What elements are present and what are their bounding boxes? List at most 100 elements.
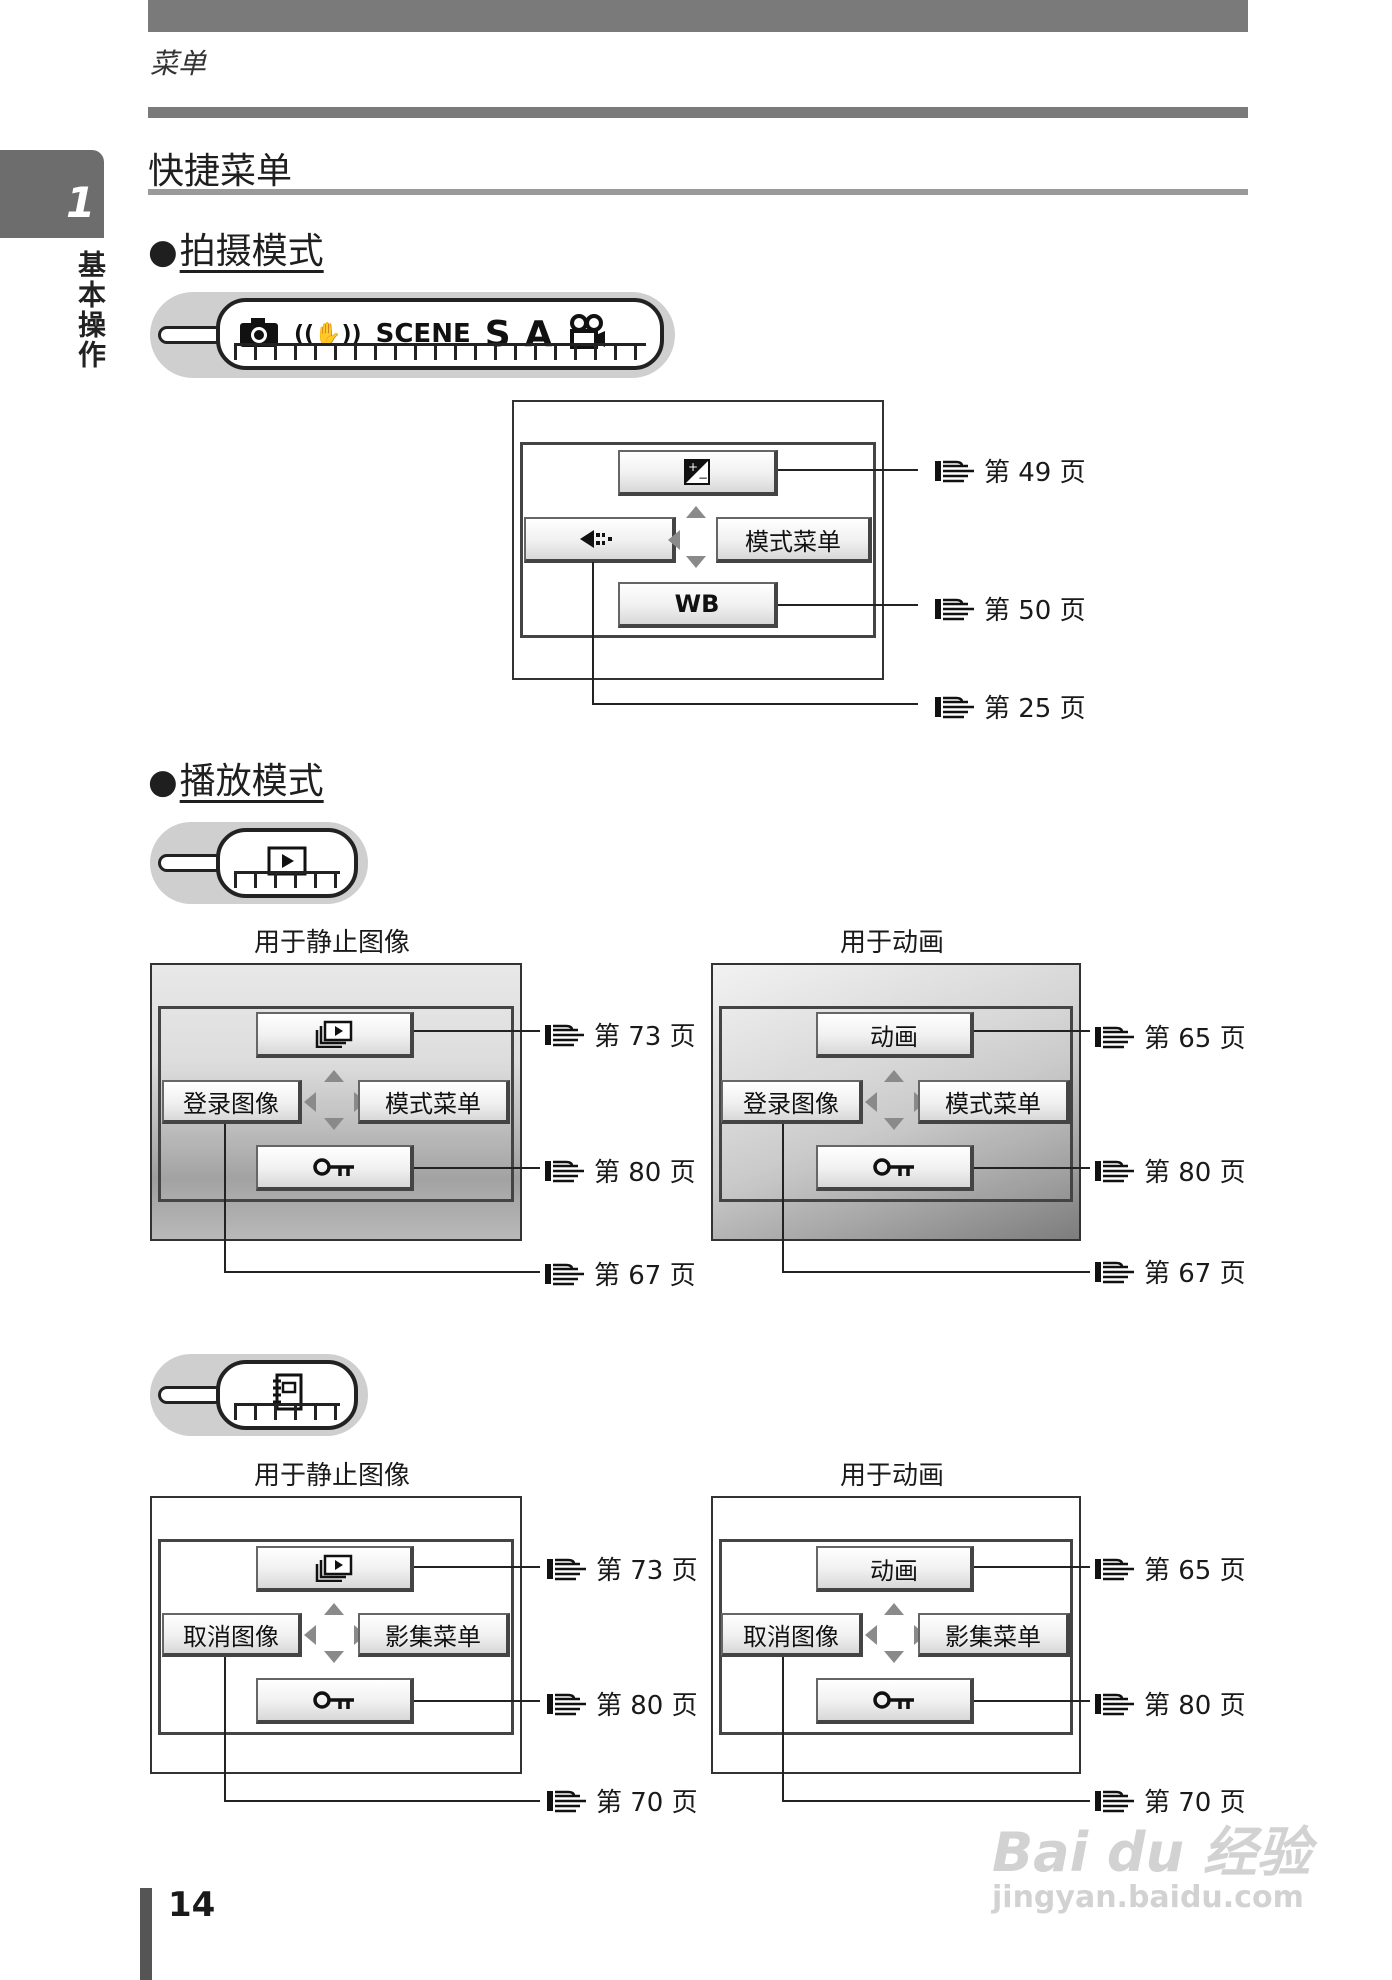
leader-line bbox=[414, 1167, 540, 1169]
protect-button[interactable] bbox=[816, 1145, 974, 1191]
page-ref[interactable]: 第 49 页 bbox=[934, 452, 1086, 489]
svg-text:+: + bbox=[688, 460, 698, 474]
dial-pointer bbox=[158, 854, 224, 872]
page-ref-text: 第 49 页 bbox=[984, 458, 1086, 488]
mode-menu-button[interactable]: 模式菜单 bbox=[358, 1080, 510, 1124]
bullet-icon: ● bbox=[148, 762, 178, 802]
pointing-hand-icon bbox=[1095, 1558, 1134, 1580]
page-ref-text: 第 65 页 bbox=[1144, 1556, 1246, 1586]
arrow-down-icon bbox=[324, 1651, 344, 1663]
header-divider bbox=[148, 107, 1248, 118]
exposure-comp-button[interactable]: +− bbox=[618, 450, 778, 496]
pointing-hand-icon bbox=[1095, 1693, 1134, 1715]
pointing-hand-icon bbox=[1095, 1160, 1134, 1182]
leader-line bbox=[782, 1657, 784, 1801]
movie-button[interactable]: 动画 bbox=[816, 1546, 974, 1592]
still-caption: 用于静止图像 bbox=[254, 1461, 411, 1491]
page-ref[interactable]: 第 70 页 bbox=[1094, 1782, 1246, 1819]
page-ref[interactable]: 第 50 页 bbox=[934, 590, 1086, 627]
playback-heading: ●播放模式 bbox=[148, 752, 324, 804]
album-menu-button[interactable]: 影集菜单 bbox=[918, 1613, 1070, 1657]
stabilizer-icon: ((✋)) bbox=[294, 321, 362, 347]
white-balance-button[interactable]: WB bbox=[618, 582, 778, 628]
watermark-brand: Bai du 经验 bbox=[992, 1821, 1311, 1884]
page-ref-text: 第 70 页 bbox=[1144, 1788, 1246, 1818]
page-ref-text: 第 73 页 bbox=[594, 1022, 696, 1052]
page-ref[interactable]: 第 80 页 bbox=[546, 1685, 698, 1722]
playback-heading-text: 播放模式 bbox=[179, 761, 324, 802]
pointing-hand-icon bbox=[1095, 1261, 1134, 1283]
mode-dial-shooting: ((✋)) SCENE S A bbox=[150, 292, 675, 378]
dial-ticks bbox=[234, 343, 646, 360]
pointing-hand-icon bbox=[547, 1558, 586, 1580]
leader-line bbox=[224, 1657, 226, 1801]
register-image-button[interactable]: 登录图像 bbox=[162, 1080, 302, 1124]
dial-ticks bbox=[234, 871, 340, 888]
leader-line bbox=[782, 1800, 1090, 1802]
section-rule bbox=[148, 189, 1248, 195]
page-ref[interactable]: 第 65 页 bbox=[1094, 1550, 1246, 1587]
dial-pointer bbox=[158, 1386, 224, 1404]
key-icon bbox=[313, 1691, 354, 1709]
pointing-hand-icon bbox=[547, 1790, 586, 1812]
movie-button[interactable]: 动画 bbox=[816, 1012, 974, 1058]
page-ref[interactable]: 第 67 页 bbox=[544, 1255, 696, 1292]
drive-mode-button[interactable] bbox=[524, 517, 676, 563]
mode-menu-button[interactable]: 模式菜单 bbox=[918, 1080, 1070, 1124]
leader-line bbox=[224, 1271, 540, 1273]
mode-dial-playback bbox=[150, 822, 368, 904]
chapter-number: 1 bbox=[66, 178, 96, 227]
protect-button[interactable] bbox=[256, 1678, 414, 1724]
index-view-icon bbox=[315, 1554, 353, 1582]
section-title: 快捷菜单 bbox=[148, 151, 293, 192]
index-view-button[interactable] bbox=[256, 1012, 414, 1058]
arrow-left-icon bbox=[304, 1625, 316, 1645]
page-number: 14 bbox=[168, 1885, 216, 1925]
cancel-image-button[interactable]: 取消图像 bbox=[162, 1613, 302, 1657]
dial-pointer bbox=[158, 326, 224, 344]
index-view-button[interactable] bbox=[256, 1546, 414, 1592]
leader-line bbox=[974, 1030, 1090, 1032]
protect-button[interactable] bbox=[816, 1678, 974, 1724]
leader-line bbox=[974, 1700, 1090, 1702]
page-ref[interactable]: 第 80 页 bbox=[1094, 1152, 1246, 1189]
pointing-hand-icon bbox=[545, 1263, 584, 1285]
shooting-heading: ●拍摄模式 bbox=[148, 222, 324, 274]
leader-line bbox=[592, 562, 594, 704]
page-ref-text: 第 67 页 bbox=[594, 1261, 696, 1291]
arrow-down-icon bbox=[884, 1651, 904, 1663]
page-ref-text: 第 80 页 bbox=[1144, 1158, 1246, 1188]
page-ref[interactable]: 第 73 页 bbox=[546, 1550, 698, 1587]
page-ref-text: 第 65 页 bbox=[1144, 1024, 1246, 1054]
page-ref[interactable]: 第 80 页 bbox=[544, 1152, 696, 1189]
svg-text:−: − bbox=[698, 471, 708, 485]
cancel-image-button[interactable]: 取消图像 bbox=[721, 1613, 863, 1657]
page-ref[interactable]: 第 73 页 bbox=[544, 1016, 696, 1053]
chapter-label: 基本操作 bbox=[74, 250, 107, 370]
leader-line bbox=[782, 1124, 784, 1272]
still-caption: 用于静止图像 bbox=[254, 928, 411, 958]
leader-line bbox=[414, 1030, 540, 1032]
page-ref-text: 第 80 页 bbox=[1144, 1691, 1246, 1721]
dial-face bbox=[216, 1360, 358, 1430]
movie-caption: 用于动画 bbox=[840, 928, 945, 958]
page-ref[interactable]: 第 25 页 bbox=[934, 688, 1086, 725]
leader-line bbox=[592, 703, 918, 705]
leader-line bbox=[224, 1800, 540, 1802]
album-menu-button[interactable]: 影集菜单 bbox=[358, 1613, 510, 1657]
page-ref[interactable]: 第 67 页 bbox=[1094, 1253, 1246, 1290]
exposure-comp-icon: +− bbox=[684, 459, 710, 485]
arrow-up-icon bbox=[686, 506, 706, 518]
register-image-button[interactable]: 登录图像 bbox=[721, 1080, 863, 1124]
arrow-up-icon bbox=[884, 1603, 904, 1615]
header-label: 菜单 bbox=[150, 47, 207, 80]
protect-button[interactable] bbox=[256, 1145, 414, 1191]
page-ref[interactable]: 第 80 页 bbox=[1094, 1685, 1246, 1722]
pointing-hand-icon bbox=[1095, 1026, 1134, 1048]
dial-face: ((✋)) SCENE S A bbox=[216, 298, 664, 370]
page-ref-text: 第 70 页 bbox=[596, 1788, 698, 1818]
mode-menu-button[interactable]: 模式菜单 bbox=[716, 517, 872, 563]
leader-line bbox=[778, 469, 918, 471]
page-ref[interactable]: 第 65 页 bbox=[1094, 1018, 1246, 1055]
page-ref[interactable]: 第 70 页 bbox=[546, 1782, 698, 1819]
